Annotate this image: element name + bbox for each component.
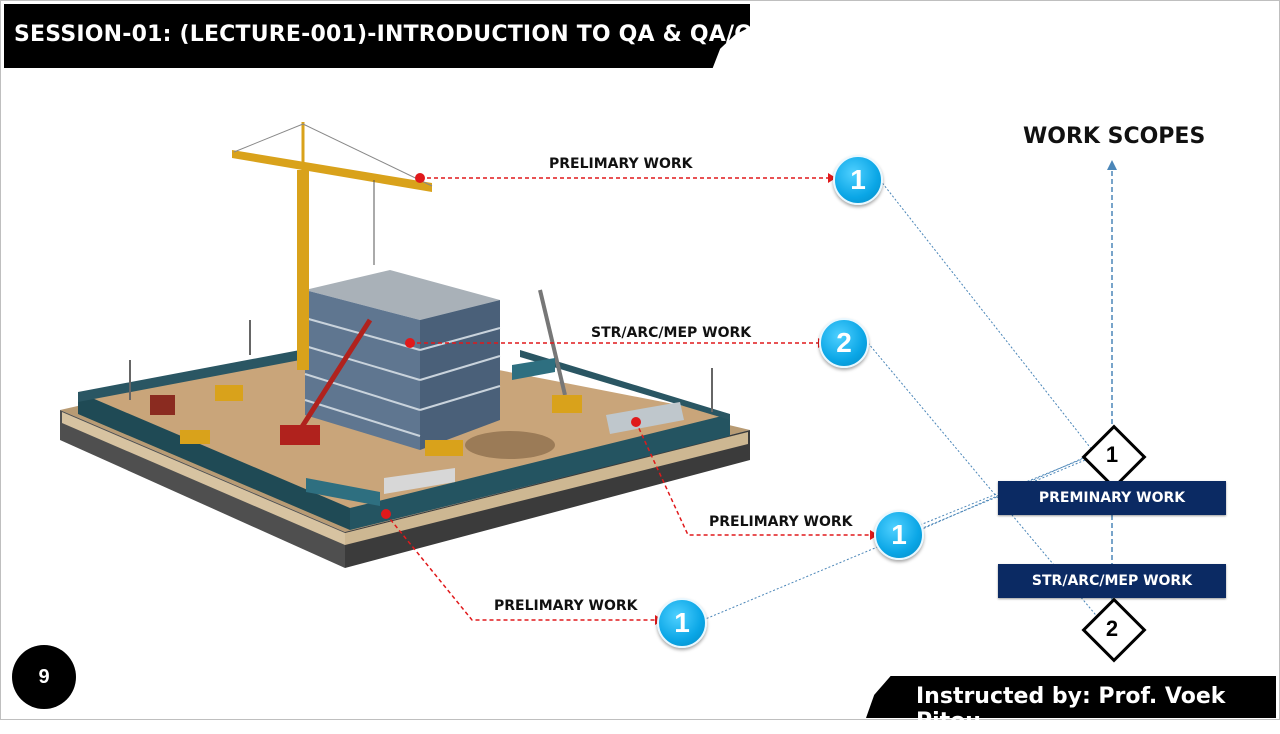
callout-badge-2[interactable]: 2 bbox=[819, 318, 869, 368]
title-bar bbox=[4, 4, 750, 68]
callout-label-prelimary-top: PRELIMARY WORK bbox=[549, 156, 693, 172]
page-number: 9 bbox=[12, 645, 76, 709]
callout-label-prelimary-middle: PRELIMARY WORK bbox=[709, 514, 853, 530]
callout-label-str-arc-mep: STR/ARC/MEP WORK bbox=[591, 325, 752, 341]
scope-box-str-arc-mep[interactable]: STR/ARC/MEP WORK bbox=[998, 564, 1226, 598]
instructor-credit: Instructed by: Prof. Voek Pitou bbox=[916, 684, 1226, 734]
slide-title: SESSION-01: (LECTURE-001)-INTRODUCTION T… bbox=[14, 22, 770, 47]
callout-badge-1-top[interactable]: 1 bbox=[833, 155, 883, 205]
callout-badge-1-bottom[interactable]: 1 bbox=[657, 598, 707, 648]
work-scopes-title: WORK SCOPES bbox=[1023, 124, 1206, 149]
diamond-number-2: 2 bbox=[1105, 616, 1119, 641]
diamond-number-1: 1 bbox=[1105, 442, 1119, 467]
callout-badge-1-middle[interactable]: 1 bbox=[874, 510, 924, 560]
callout-label-prelimary-bottom: PRELIMARY WORK bbox=[494, 598, 638, 614]
footer-bar bbox=[866, 676, 1276, 718]
scope-box-preliminary[interactable]: PREMINARY WORK bbox=[998, 481, 1226, 515]
